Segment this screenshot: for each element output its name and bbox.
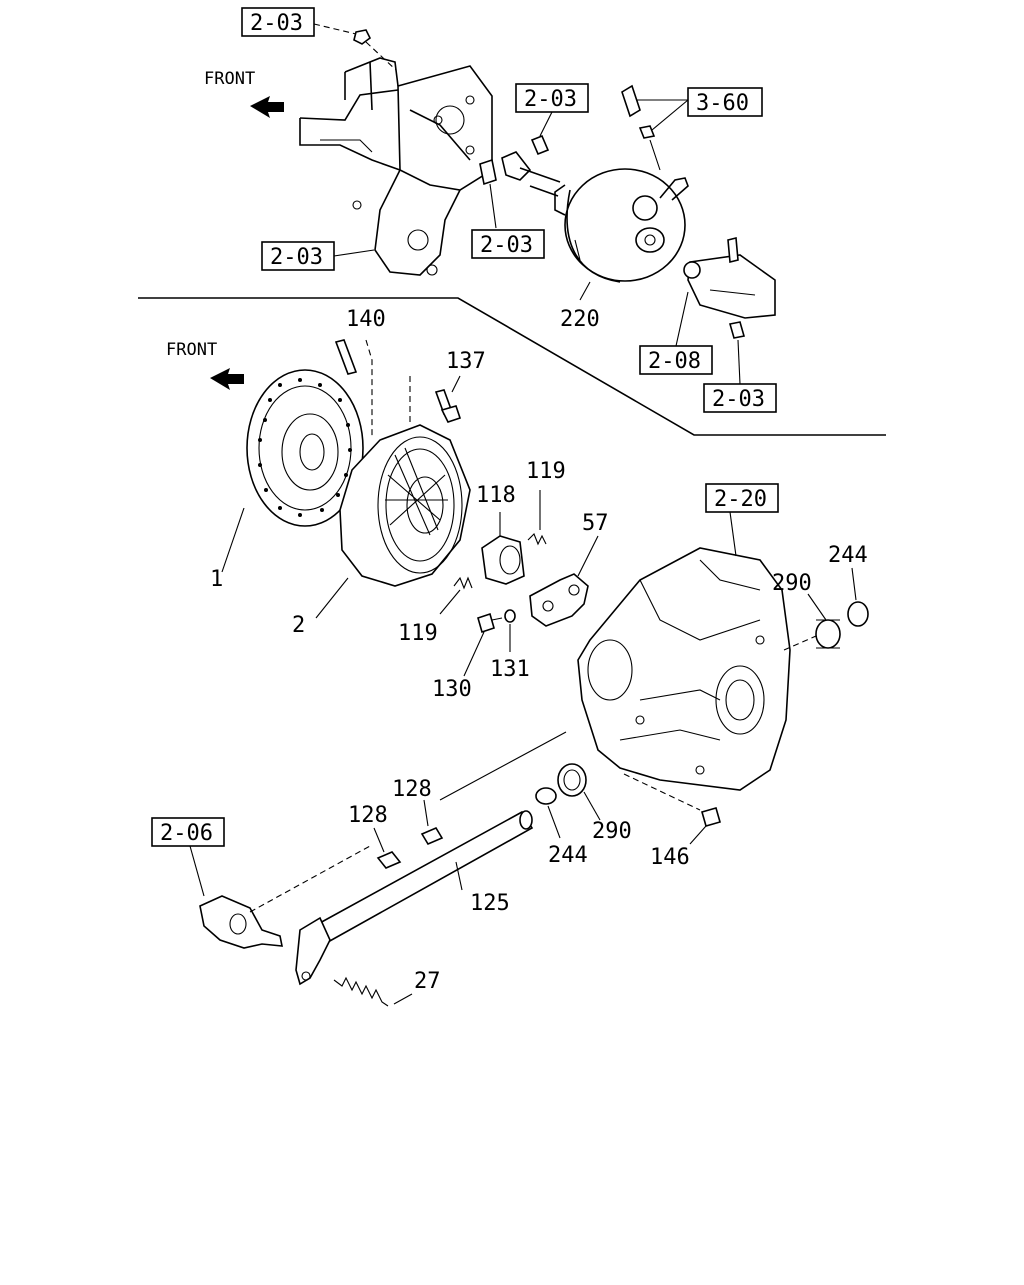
ref-box-3-60: 3-60 bbox=[687, 87, 763, 117]
booster-drawing bbox=[529, 168, 689, 301]
part-118-label: 118 bbox=[476, 483, 516, 508]
part-290-lower-label: 290 bbox=[592, 819, 632, 844]
part-290-right-label: 290 bbox=[772, 571, 812, 596]
part-146-label: 146 bbox=[650, 845, 690, 870]
spring-119-upper bbox=[527, 490, 547, 546]
part-244-lower-label: 244 bbox=[548, 843, 588, 868]
ref-box-2-08: 2-08 bbox=[639, 345, 713, 375]
ref-box-top-1: 2-03 bbox=[241, 7, 315, 37]
part-125-label: 125 bbox=[470, 891, 510, 916]
master-cylinder-drawing bbox=[675, 236, 776, 385]
bolt-137-drawing bbox=[409, 375, 462, 424]
ref-box-bottom-top: 2-03 bbox=[703, 383, 777, 413]
part-119-lower-label: 119 bbox=[398, 621, 438, 646]
bearing-118-drawing bbox=[481, 512, 525, 585]
nut-top-drawing bbox=[313, 23, 397, 71]
front-arrow-bottom: FRONT bbox=[166, 340, 244, 390]
part-2-label: 2 bbox=[292, 613, 305, 638]
ref-box-left: 2-03 bbox=[261, 241, 375, 271]
spring-119-lower bbox=[439, 576, 473, 615]
bearing-290-right bbox=[783, 593, 841, 651]
part-130-label: 130 bbox=[432, 677, 472, 702]
part-131-label: 131 bbox=[490, 657, 530, 682]
part-labels: 140 137 119 118 57 1 2 119 131 130 290 2… bbox=[210, 307, 868, 994]
part-137-label: 137 bbox=[446, 349, 486, 374]
svg-text:2-03: 2-03 bbox=[480, 233, 533, 258]
clevis-drawing bbox=[479, 151, 561, 229]
ref-box-2-06: 2-06 bbox=[151, 817, 225, 847]
part-128-left-label: 128 bbox=[348, 803, 388, 828]
ref-box-clevis: 2-03 bbox=[471, 229, 545, 259]
front-arrow-top: FRONT bbox=[204, 69, 284, 118]
ref-box-2-20: 2-20 bbox=[705, 483, 779, 513]
svg-text:2-06: 2-06 bbox=[160, 821, 213, 846]
front-label-top: FRONT bbox=[204, 69, 255, 89]
washer-131-drawing bbox=[504, 609, 516, 652]
spring-27-drawing bbox=[333, 976, 413, 1007]
svg-text:3-60: 3-60 bbox=[696, 91, 749, 116]
svg-text:2-03: 2-03 bbox=[712, 387, 765, 412]
ref-2-03-label: 2-03 bbox=[250, 11, 303, 36]
svg-text:2-03: 2-03 bbox=[524, 87, 577, 112]
svg-text:220: 220 bbox=[560, 307, 600, 332]
key-128-left bbox=[373, 827, 402, 869]
part-1-label: 1 bbox=[210, 567, 223, 592]
part-128-right-label: 128 bbox=[392, 777, 432, 802]
bolt-146-drawing bbox=[623, 773, 721, 845]
pressure-plate-drawing bbox=[315, 424, 471, 619]
part-220: 220 bbox=[560, 307, 600, 332]
svg-text:FRONT: FRONT bbox=[166, 340, 217, 360]
slave-cylinder-drawing bbox=[189, 845, 371, 949]
ref-box-mid: 2-03 bbox=[515, 83, 589, 113]
hose-drawing bbox=[621, 84, 689, 171]
key-128-right bbox=[420, 799, 444, 846]
bolt-mid-drawing bbox=[530, 111, 553, 156]
bearing-290-lower bbox=[557, 763, 601, 821]
part-119-upper-label: 119 bbox=[526, 459, 566, 484]
svg-text:2-03: 2-03 bbox=[270, 245, 323, 270]
ring-244-right bbox=[847, 567, 869, 627]
part-57-label: 57 bbox=[582, 511, 609, 536]
part-140-label: 140 bbox=[346, 307, 386, 332]
fork-57-drawing bbox=[529, 535, 599, 627]
pin-140-drawing bbox=[334, 339, 373, 438]
svg-text:2-08: 2-08 bbox=[648, 349, 701, 374]
bolt-130-drawing bbox=[463, 612, 503, 677]
shaft-125-drawing bbox=[295, 731, 567, 986]
svg-text:2-20: 2-20 bbox=[714, 487, 767, 512]
part-27-label: 27 bbox=[414, 969, 441, 994]
section-divider bbox=[138, 297, 886, 436]
ring-244-lower bbox=[535, 787, 561, 839]
pedal-bracket-drawing bbox=[299, 57, 493, 276]
bell-housing-drawing bbox=[577, 511, 791, 791]
clutch-disc-drawing bbox=[221, 369, 364, 573]
part-244-right-label: 244 bbox=[828, 543, 868, 568]
